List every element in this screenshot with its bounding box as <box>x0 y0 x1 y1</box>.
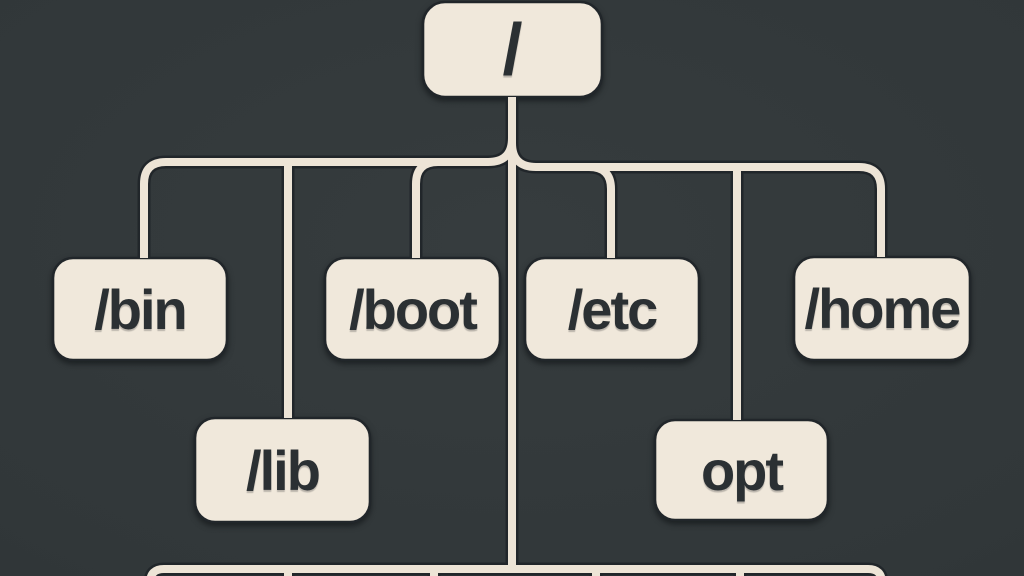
node-box-boot <box>323 256 502 362</box>
node-box-home <box>792 255 972 362</box>
node-boxes <box>51 0 972 524</box>
node-box-root <box>421 0 604 99</box>
node-box-etc <box>523 256 701 362</box>
node-box-bin <box>51 256 229 362</box>
node-box-lib <box>193 416 372 524</box>
node-box-opt <box>653 418 830 522</box>
